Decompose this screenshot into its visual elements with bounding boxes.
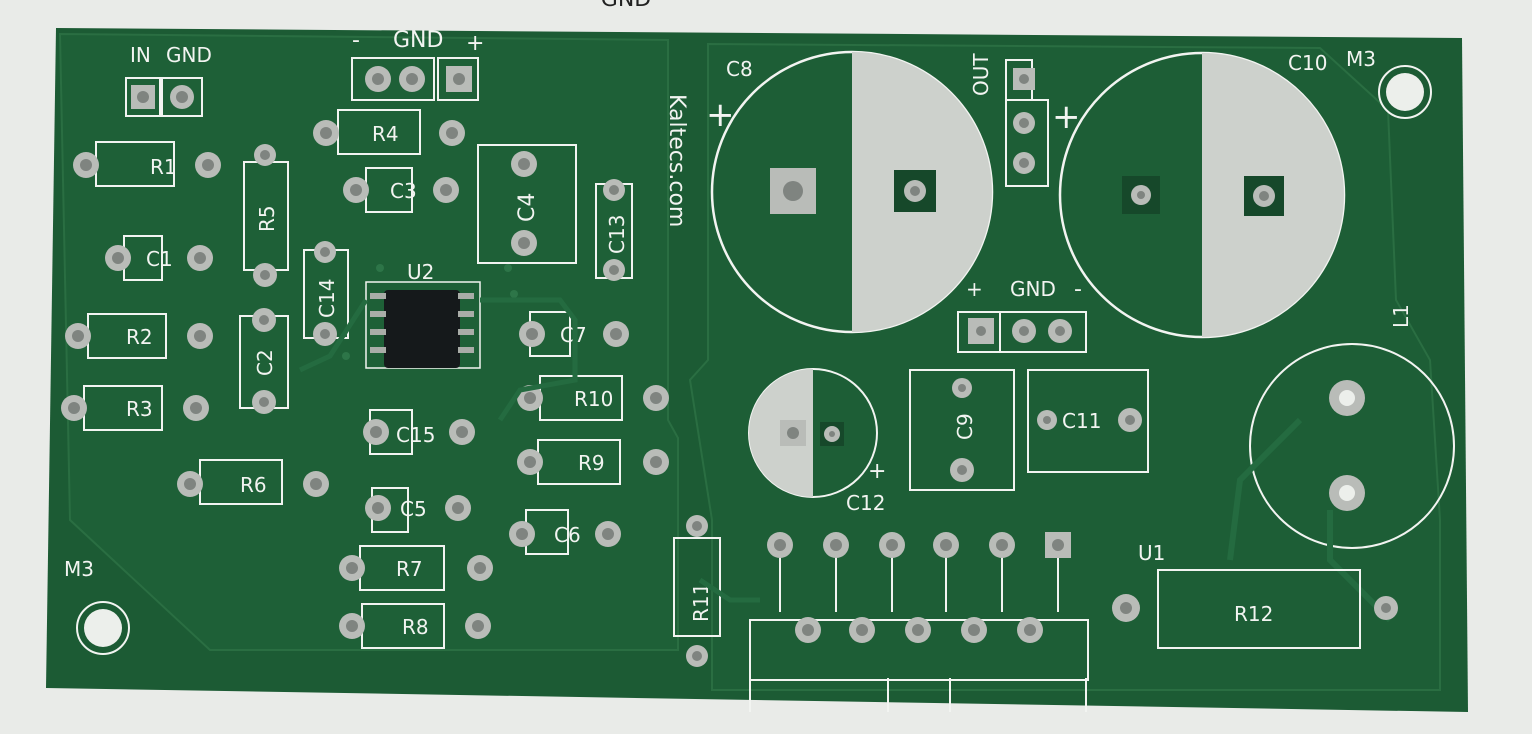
label-c10: C10 — [1288, 51, 1327, 75]
ic-u2 — [384, 290, 460, 368]
label-r5: R5 — [255, 205, 279, 232]
label-c1: C1 — [146, 247, 173, 271]
inductor-l1 — [1249, 343, 1455, 549]
label-r9: R9 — [578, 451, 605, 475]
label-r12: R12 — [1234, 602, 1273, 626]
label-c11: C11 — [1062, 409, 1101, 433]
label-minus-mid: - — [1074, 277, 1082, 302]
label-u1: U1 — [1138, 541, 1165, 565]
label-m3-right: M3 — [1346, 47, 1376, 71]
brand-label: Kaltecs.com — [664, 94, 689, 227]
label-c13: C13 — [605, 215, 629, 254]
copper-pour-left — [58, 32, 679, 651]
label-plus-out: + — [1052, 97, 1081, 137]
label-c14: C14 — [315, 279, 339, 318]
label-u2: U2 — [407, 260, 434, 284]
label-out: OUT — [969, 53, 993, 96]
label-r3: R3 — [126, 397, 153, 421]
label-c12: C12 — [846, 491, 885, 515]
label-plus-mid: + — [966, 277, 983, 301]
label-l1: L1 — [1389, 304, 1413, 328]
label-plus-c12: + — [868, 459, 886, 484]
label-c3: C3 — [390, 179, 417, 203]
label-minus-top: - — [352, 28, 360, 53]
label-c15: C15 — [396, 423, 435, 447]
label-c8: C8 — [726, 57, 753, 81]
label-r7: R7 — [396, 557, 423, 581]
label-m3-left: M3 — [64, 557, 94, 581]
label-plus-c8: + — [706, 95, 735, 135]
label-r11: R11 — [689, 583, 713, 622]
label-r4: R4 — [372, 122, 399, 146]
label-r8: R8 — [402, 615, 429, 639]
label-c2: C2 — [253, 349, 277, 376]
label-gnd-top: GND — [393, 28, 443, 53]
label-r10: R10 — [574, 387, 613, 411]
label-c6: C6 — [554, 523, 581, 547]
label-gnd-in: GND — [166, 43, 212, 67]
label-c4: C4 — [515, 193, 540, 222]
cropped-top-label: GND — [601, 0, 651, 12]
label-c5: C5 — [400, 497, 427, 521]
label-gnd-mid: GND — [1010, 277, 1056, 301]
label-r6: R6 — [240, 473, 267, 497]
label-r2: R2 — [126, 325, 153, 349]
label-in: IN — [130, 43, 151, 67]
label-plus-top: + — [466, 31, 484, 56]
label-r1: R1 — [150, 155, 177, 179]
label-c9: C9 — [953, 413, 977, 440]
